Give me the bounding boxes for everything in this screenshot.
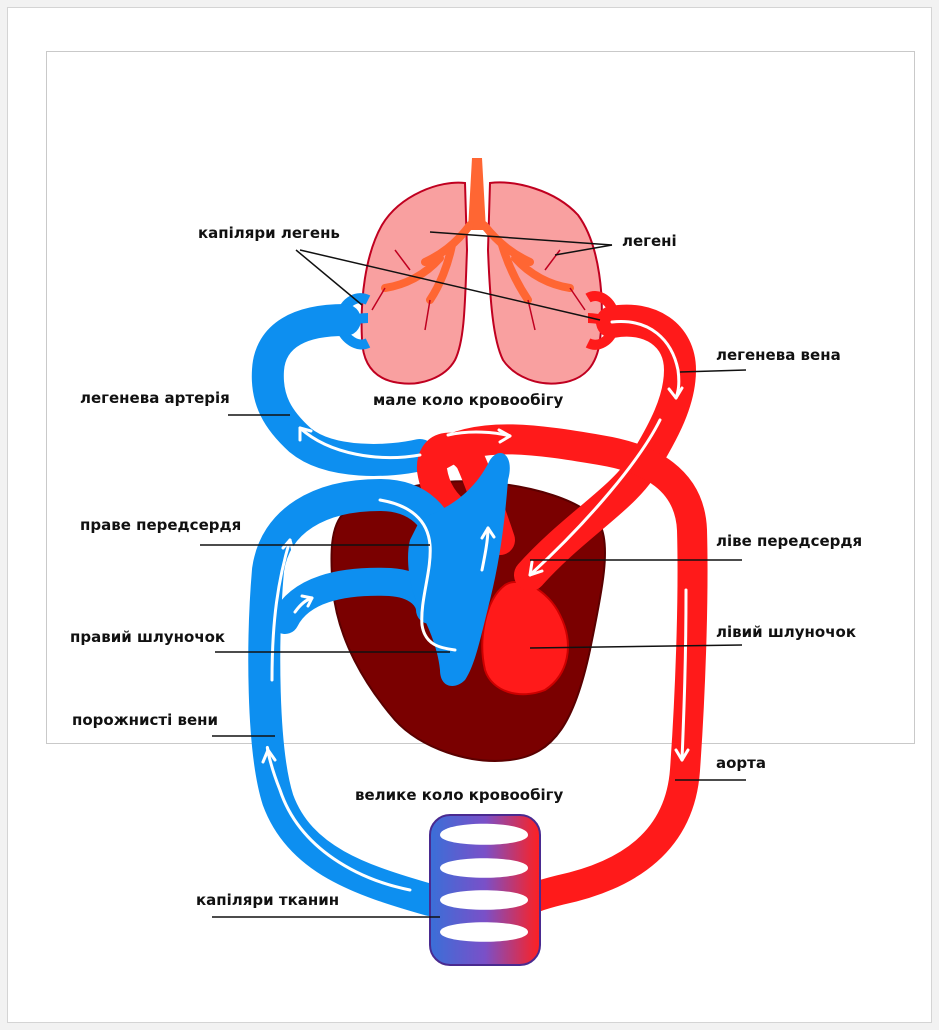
label-right-atrium: праве передсердя: [80, 516, 241, 534]
tissue-capillaries: [430, 815, 540, 965]
label-pulmonary-vein: легенева вена: [716, 346, 841, 364]
label-pulmonary-artery: легенева артерія: [80, 389, 230, 407]
label-lungs: легені: [622, 232, 677, 250]
label-lung-capillaries: капіляри легень: [198, 224, 340, 242]
label-large-circle: велике коло кровообігу: [355, 786, 564, 804]
label-tissue-capillaries: капіляри тканин: [196, 891, 339, 909]
lungs: [362, 155, 602, 384]
label-aorta: аорта: [716, 754, 766, 772]
label-vena-cava: порожнисті вени: [72, 711, 218, 729]
label-left-atrium: ліве передсердя: [716, 532, 862, 550]
label-right-ventricle: правий шлуночок: [70, 628, 225, 646]
label-small-circle: мале коло кровообігу: [373, 391, 564, 409]
label-left-ventricle: лівий шлуночок: [716, 623, 856, 641]
left-lung: [362, 183, 467, 384]
trachea: [468, 155, 486, 230]
